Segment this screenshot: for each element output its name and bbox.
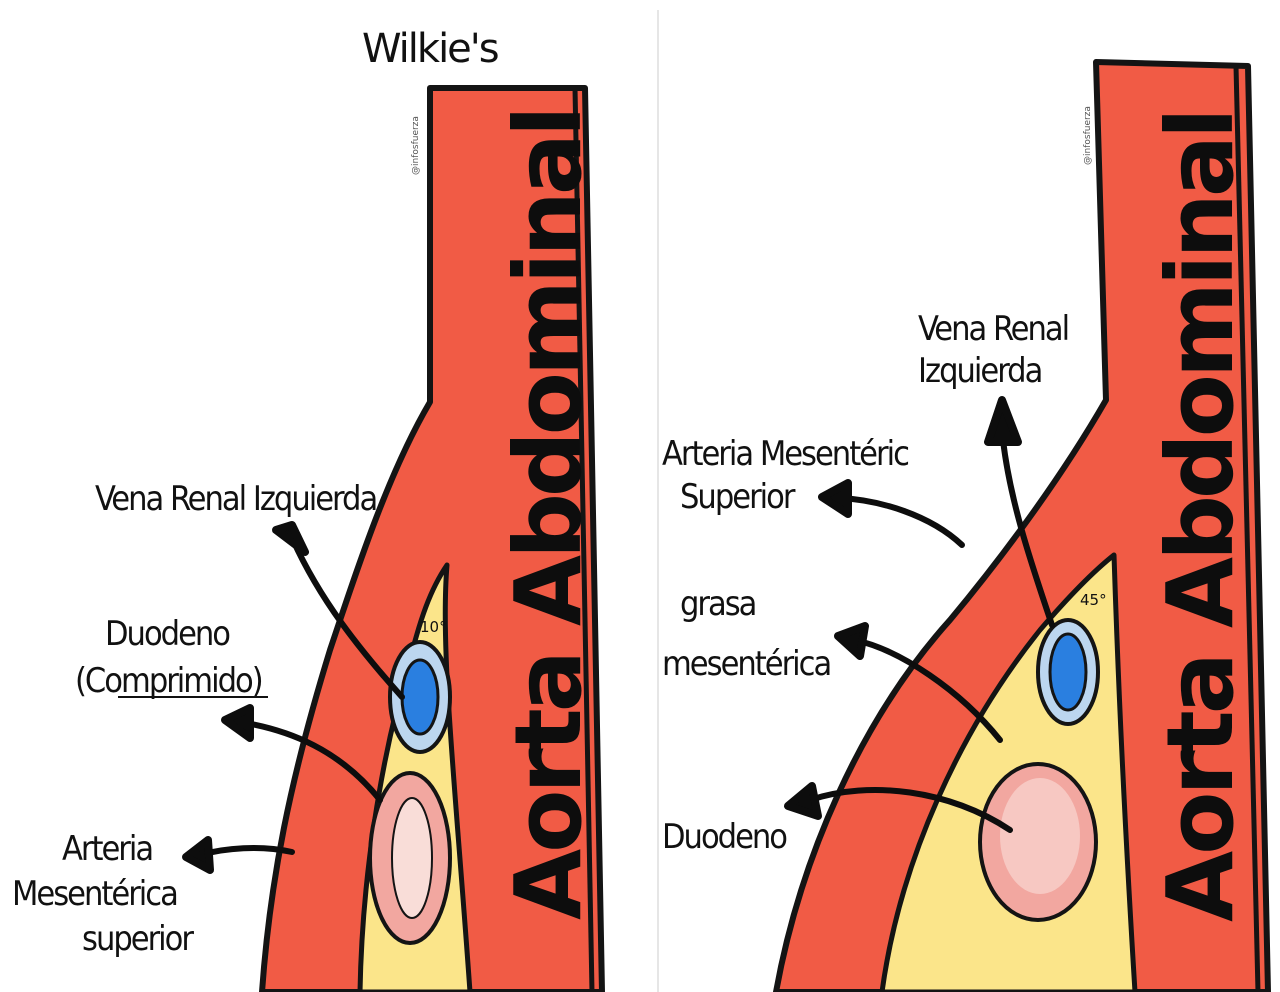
left-label-comprimido: (Comprimido) bbox=[75, 661, 262, 701]
diagram-title: Wilkie's bbox=[362, 26, 498, 72]
left-label-superior: superior bbox=[82, 919, 194, 959]
right-watermark: @infosfuerza bbox=[1083, 106, 1093, 165]
left-label-duodeno: Duodeno bbox=[105, 614, 230, 654]
left-label-arteria: Arteria bbox=[62, 829, 152, 869]
right-label-grasa: grasa bbox=[680, 584, 755, 624]
left-watermark: @infosfuerza bbox=[411, 116, 421, 175]
left-label-vena-renal: Vena Renal Izquierda bbox=[95, 479, 376, 519]
right-angle-label: 45° bbox=[1080, 591, 1107, 609]
left-aorta-label: Aorta Abdominal bbox=[495, 110, 602, 921]
left-label-mesenterica: Mesentérica bbox=[12, 874, 177, 914]
left-panel: Wilkie's 10° @infosfuerza Aorta Abdomina… bbox=[12, 26, 602, 992]
right-label-vena-renal: Vena Renal bbox=[918, 309, 1068, 349]
right-label-arteria: Arteria Mesentéric bbox=[662, 434, 908, 474]
right-label-izquierda: Izquierda bbox=[918, 351, 1041, 391]
right-panel: 45° @infosfuerza Aorta Abdominal Vena Re… bbox=[662, 62, 1268, 992]
left-angle-label: 10° bbox=[420, 618, 447, 636]
right-arrow-arteria bbox=[840, 498, 962, 545]
right-label-superior: Superior bbox=[680, 477, 796, 517]
right-aorta-label: Aorta Abdominal bbox=[1147, 112, 1254, 923]
right-label-duodeno: Duodeno bbox=[662, 817, 787, 857]
right-label-mesenterica: mesentérica bbox=[662, 644, 830, 684]
